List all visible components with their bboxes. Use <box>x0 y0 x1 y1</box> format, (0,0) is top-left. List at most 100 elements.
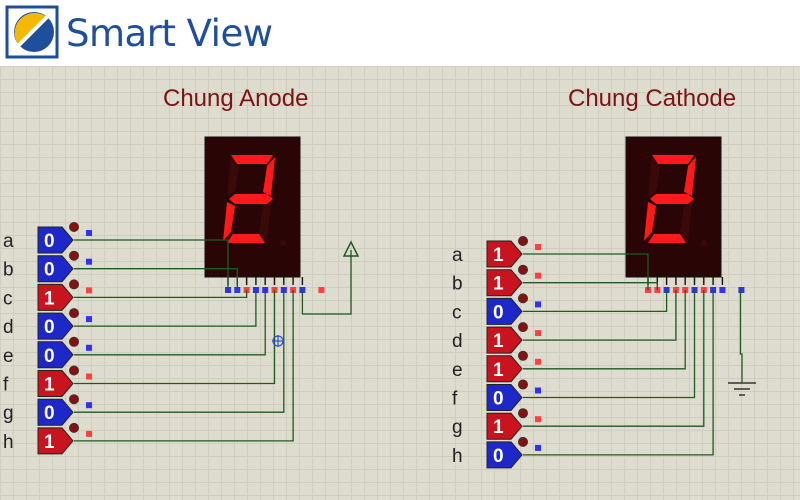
pin-state-marker <box>535 416 541 423</box>
segment-d <box>648 234 686 243</box>
logic-toggle[interactable]: 0 <box>486 384 523 411</box>
pin-state-marker <box>535 330 541 337</box>
toggle-knob-icon <box>518 379 528 390</box>
toggle-knob-icon <box>518 322 528 333</box>
pin-state-marker <box>535 244 541 250</box>
signal-wire <box>523 290 668 313</box>
signal-wire <box>523 290 686 370</box>
toggle-knob-icon <box>69 222 79 232</box>
toggle-knob-icon <box>518 293 528 304</box>
ground-icon <box>728 382 756 396</box>
logic-toggle[interactable]: 0 <box>486 297 523 325</box>
logic-toggle[interactable]: 0 <box>37 226 74 254</box>
pin-state-marker <box>86 373 92 380</box>
logic-toggle[interactable]: 1 <box>486 240 523 268</box>
signal-wire <box>74 290 248 299</box>
toggle-knob-icon <box>518 436 528 447</box>
logic-toggle[interactable]: 0 <box>37 341 74 369</box>
pin-state-marker <box>535 301 541 308</box>
input-label: d <box>452 331 463 352</box>
logic-value: 0 <box>44 231 55 252</box>
logic-toggle[interactable]: 0 <box>37 255 74 283</box>
logic-value: 0 <box>44 403 55 424</box>
logic-toggle[interactable]: 1 <box>37 427 74 455</box>
segment-a <box>231 155 273 164</box>
input-label: h <box>3 432 14 453</box>
logic-toggle[interactable]: 0 <box>37 312 74 340</box>
segment-c <box>680 202 692 241</box>
logic-value: 0 <box>493 302 504 323</box>
logic-toggle[interactable]: 1 <box>37 283 74 311</box>
pin-state-marker <box>86 430 92 437</box>
logic-toggle[interactable]: 1 <box>486 355 523 383</box>
pin-state-marker <box>535 272 541 279</box>
input-label: b <box>452 274 463 295</box>
segment-e <box>644 202 656 241</box>
toggle-knob-icon <box>69 422 79 433</box>
logic-value: 0 <box>44 346 55 367</box>
segment-e <box>223 202 235 241</box>
toggle-knob-icon <box>518 236 528 246</box>
signal-wire <box>523 290 696 399</box>
pin-state-marker <box>738 287 745 293</box>
pin-state-marker <box>535 444 541 451</box>
power-arrow-icon <box>342 240 360 257</box>
signal-wire <box>523 282 658 290</box>
logic-toggle[interactable]: 1 <box>486 326 523 354</box>
toggle-knob-icon <box>518 264 528 275</box>
logic-toggle[interactable]: 1 <box>486 269 523 297</box>
signal-wire <box>74 268 238 290</box>
input-label: f <box>3 375 9 396</box>
segment-a <box>652 155 694 164</box>
logic-value: 1 <box>493 274 504 295</box>
segment-b <box>263 157 275 196</box>
toggle-knob-icon <box>518 408 528 419</box>
logic-value: 1 <box>493 245 504 266</box>
toggle-knob-icon <box>69 279 79 290</box>
logic-toggle[interactable]: 0 <box>37 398 74 426</box>
circuit-title-anode: Chung Anode <box>163 85 308 112</box>
input-label: a <box>452 245 463 266</box>
segment-dp <box>280 240 286 246</box>
signal-wire <box>523 290 705 427</box>
logic-value: 1 <box>493 417 504 438</box>
logic-toggle[interactable]: 1 <box>37 370 74 397</box>
pin-state-marker <box>318 287 325 293</box>
input-label: f <box>452 389 458 410</box>
toggle-knob-icon <box>518 350 528 361</box>
input-label: h <box>452 446 463 467</box>
pin-state-marker <box>86 344 92 351</box>
logic-toggle[interactable]: 1 <box>486 412 523 440</box>
input-label: c <box>452 302 462 323</box>
pin-state-marker <box>719 287 726 293</box>
toggle-knob-icon <box>69 394 79 405</box>
signal-wire <box>74 290 266 356</box>
smart-view-logo-icon <box>5 5 59 59</box>
segment-f <box>227 157 239 196</box>
pin-state-marker <box>86 402 92 409</box>
toggle-knob-icon <box>69 336 79 347</box>
signal-wire <box>74 290 285 413</box>
toggle-knob-icon <box>69 308 79 319</box>
logic-toggle[interactable]: 0 <box>486 441 523 469</box>
input-label: a <box>3 231 14 252</box>
signal-wire <box>74 290 294 442</box>
signal-wire <box>523 253 649 290</box>
logic-value: 1 <box>493 331 504 352</box>
input-label: d <box>3 317 14 338</box>
toggle-knob-icon <box>69 365 79 376</box>
segment-c <box>259 202 271 241</box>
